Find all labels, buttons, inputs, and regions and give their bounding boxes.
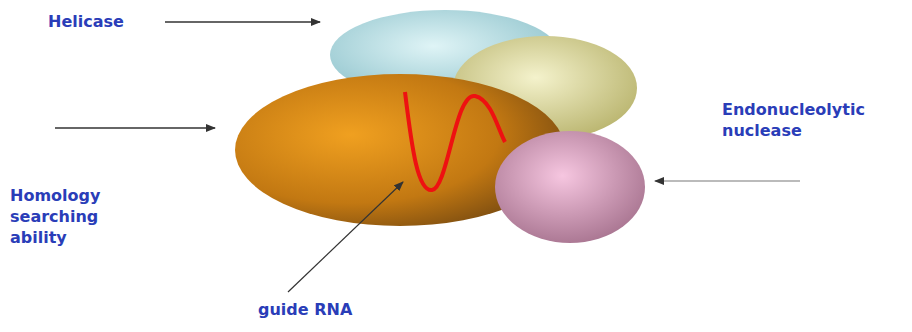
part-label: Homology searching ability: [10, 186, 115, 248]
part-label: guide RNA: [258, 300, 352, 321]
part-label: Helicase: [48, 12, 124, 33]
nuclease-shape: [495, 131, 645, 243]
part-label: Endonucleolytic nuclease: [722, 100, 882, 142]
pointer-arrow: [55, 127, 215, 129]
guide-rna-strand: [405, 92, 505, 190]
pointer-arrow: [288, 182, 403, 292]
pointer-arrow: [655, 180, 800, 182]
pointer-arrow: [165, 21, 320, 23]
